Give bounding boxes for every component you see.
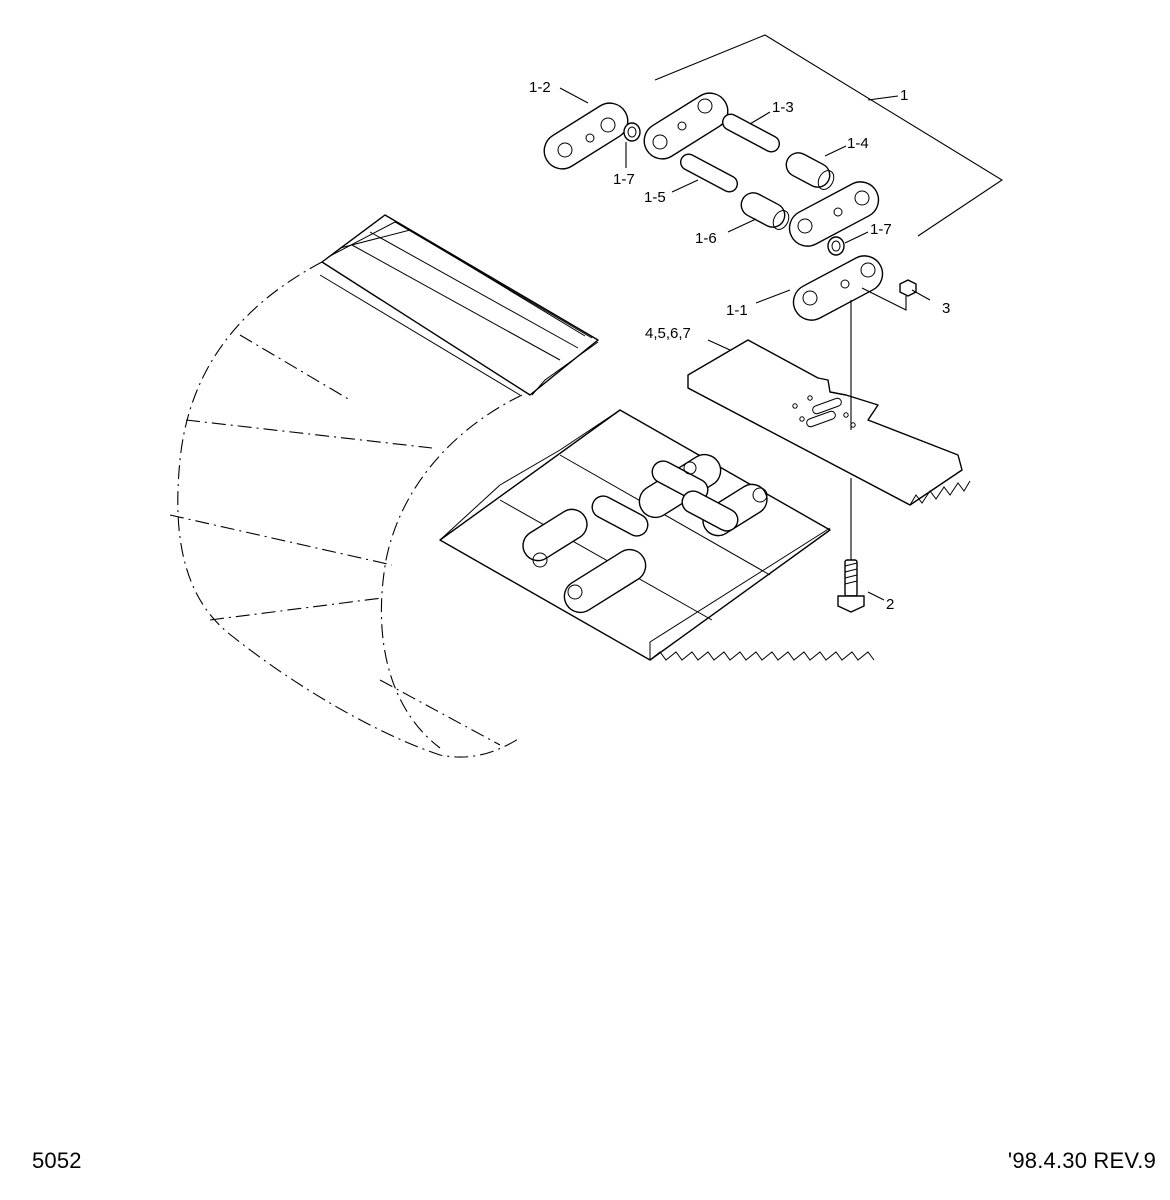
bushing-part-1-6 [740, 192, 790, 230]
bushing-part-1-4 [785, 152, 835, 190]
track-shoe-top [319, 214, 599, 396]
seal-part-1-7-upper [623, 122, 641, 142]
callout-labels: 1 1-2 1-3 1-4 1-7 1-5 1-6 1-7 1-1 3 4,5,… [529, 79, 950, 613]
bolt-part-2 [837, 559, 865, 613]
callout-3: 3 [942, 300, 950, 317]
page-number: 5052 [32, 1148, 82, 1173]
callout-1-3: 1-3 [772, 99, 794, 116]
callout-1-7-upper: 1-7 [613, 171, 635, 188]
callout-1-1: 1-1 [726, 302, 748, 319]
link-part-upper-2 [643, 92, 729, 160]
callout-1-6: 1-6 [695, 230, 717, 247]
link-part-1-1 [792, 255, 884, 321]
callout-1-7-lower: 1-7 [870, 221, 892, 238]
pin-part-1-3 [721, 113, 781, 153]
callout-2: 2 [886, 596, 894, 613]
chain-assembly [522, 453, 768, 614]
callout-4-5-6-7: 4,5,6,7 [645, 325, 691, 342]
callout-1-5: 1-5 [644, 189, 666, 206]
callout-1-2: 1-2 [529, 79, 551, 96]
link-part-1-2 [543, 102, 629, 170]
leader-lines [559, 34, 1004, 601]
pin-part-1-5 [679, 153, 739, 193]
nut-part-3 [899, 279, 917, 297]
seal-part-1-7-lower [827, 236, 845, 256]
track-assembly-exploded-diagram: 1 1-2 1-3 1-4 1-7 1-5 1-6 1-7 1-1 3 4,5,… [169, 34, 1004, 758]
callout-1: 1 [900, 87, 908, 104]
track-loop-outline [169, 261, 523, 758]
callout-1-4: 1-4 [847, 135, 869, 152]
revision-label: '98.4.30 REV.9 [1007, 1148, 1156, 1173]
shoe-plate-part-4-5-6-7 [687, 339, 971, 506]
link-part-right-upper [788, 181, 880, 247]
